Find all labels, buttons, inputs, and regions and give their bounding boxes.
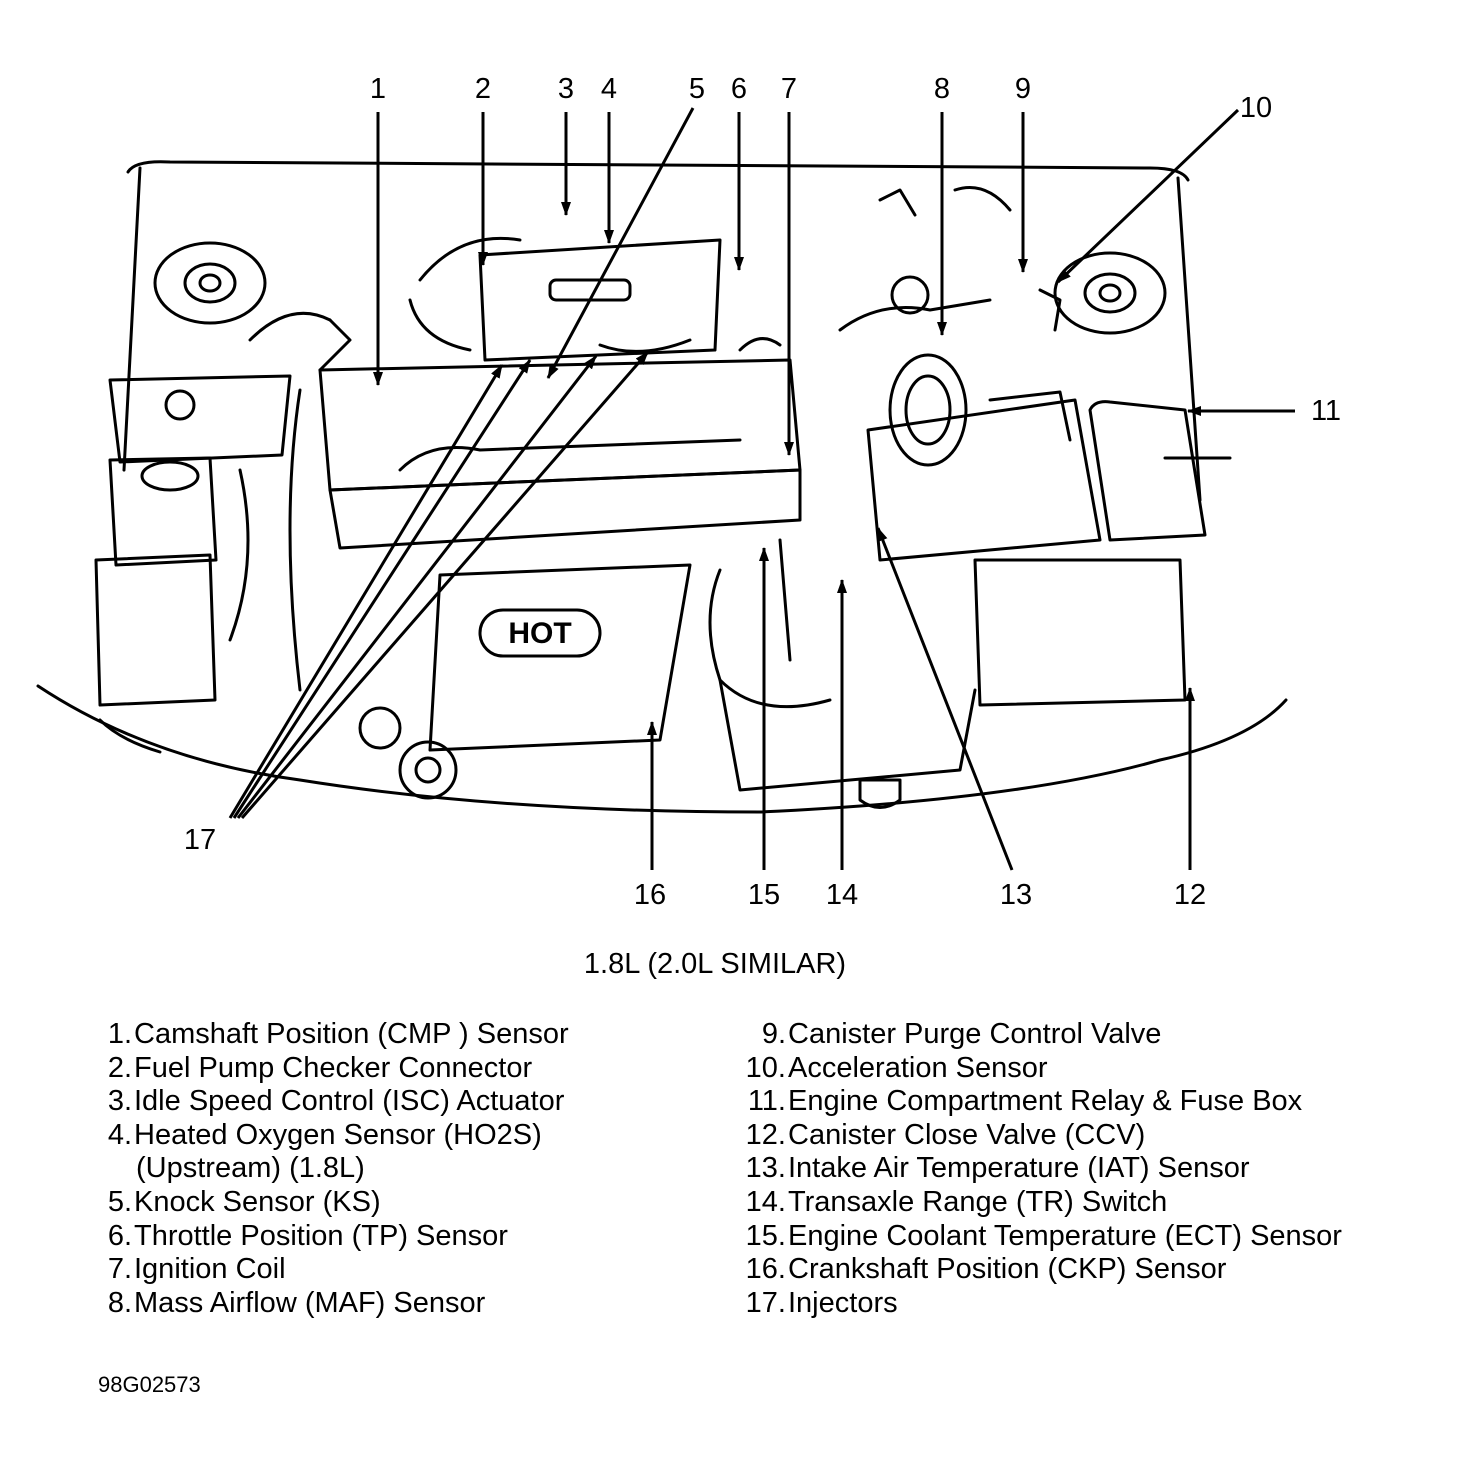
legend-item-15: 15. Engine Coolant Temperature (ECT) Sen… [732, 1220, 1342, 1254]
figure-id: 98G02573 [98, 1372, 201, 1397]
legend-label-continuation: (Upstream) (1.8L) [136, 1152, 365, 1185]
legend-number: 6. [107, 1219, 132, 1252]
legend-label: Engine Compartment Relay & Fuse Box [788, 1085, 1303, 1118]
legend-item-5: 5. Knock Sensor (KS) [96, 1186, 569, 1220]
callout-number-10: 10 [1240, 92, 1272, 124]
callout-number-4: 4 [601, 73, 617, 105]
leader-lines [228, 107, 1295, 871]
callout-number-2: 2 [475, 73, 491, 105]
legend-label: Heated Oxygen Sensor (HO2S) [134, 1118, 542, 1151]
legend-number: 10. [745, 1051, 786, 1084]
legend-label: Transaxle Range (TR) Switch [788, 1185, 1168, 1218]
callout-number-6: 6 [731, 73, 747, 105]
legend-left-column: 1. Camshaft Position (CMP ) Sensor 2. Fu… [96, 1018, 569, 1320]
engine-bay-drawing [36, 160, 1288, 814]
callout-number-17: 17 [184, 824, 216, 856]
legend-number: 11. [747, 1085, 786, 1118]
leader-line-5 [546, 107, 695, 379]
callout-number-3: 3 [558, 73, 574, 105]
leader-line-17b [232, 359, 532, 819]
legend-number: 8. [107, 1286, 132, 1319]
legend-item-12: 12. Canister Close Valve (CCV) [732, 1119, 1342, 1153]
legend-number: 9. [761, 1018, 786, 1050]
callout-number-7: 7 [781, 73, 797, 105]
legend-label: Throttle Position (TP) Sensor [134, 1219, 508, 1252]
callout-numbers: 1 2 3 4 5 6 7 8 9 10 11 12 13 14 15 16 1… [184, 73, 1341, 911]
legend-number: 15. [745, 1219, 786, 1252]
leader-line-10 [1056, 108, 1240, 284]
callout-number-16: 16 [634, 879, 666, 911]
legend-label: Canister Purge Control Valve [788, 1018, 1162, 1050]
legend-label: Injectors [788, 1286, 898, 1319]
legend-number: 4. [107, 1118, 132, 1151]
legend-item-4: 4. Heated Oxygen Sensor (HO2S) [96, 1119, 569, 1153]
leader-line-17c [236, 355, 598, 819]
legend-item-17: 17. Injectors [732, 1287, 1342, 1321]
legend-item-6: 6. Throttle Position (TP) Sensor [96, 1220, 569, 1254]
legend-item-2: 2. Fuel Pump Checker Connector [96, 1052, 569, 1086]
legend-item-7: 7. Ignition Coil [96, 1253, 569, 1287]
leader-line-13 [876, 527, 1014, 871]
legend-item-8: 8. Mass Airflow (MAF) Sensor [96, 1287, 569, 1321]
legend-number: 12. [745, 1118, 786, 1151]
legend-number: 7. [107, 1253, 132, 1286]
callout-number-15: 15 [748, 879, 780, 911]
legend-label: Ignition Coil [134, 1253, 286, 1286]
callout-number-11: 11 [1311, 395, 1341, 427]
engine-compartment-diagram: HOT 1 2 3 4 5 6 7 8 9 10 11 12 [36, 73, 1341, 911]
legend-item-4-continuation: (Upstream) (1.8L) [96, 1152, 569, 1186]
legend-label: Idle Speed Control (ISC) Actuator [134, 1085, 565, 1118]
callout-number-12: 12 [1174, 879, 1206, 911]
leader-line-17d [240, 351, 650, 819]
legend-number: 2. [107, 1051, 132, 1084]
legend-number: 1. [107, 1018, 132, 1050]
callout-number-1: 1 [370, 73, 386, 105]
callout-number-8: 8 [934, 73, 950, 105]
callout-number-9: 9 [1015, 73, 1031, 105]
legend-number: 17. [745, 1286, 786, 1319]
legend-item-13: 13. Intake Air Temperature (IAT) Sensor [732, 1152, 1342, 1186]
legend-item-1: 1. Camshaft Position (CMP ) Sensor [96, 1018, 569, 1052]
leader-line-17a [228, 364, 504, 819]
legend-label: Acceleration Sensor [788, 1051, 1048, 1084]
legend-number: 5. [107, 1185, 132, 1218]
legend-number: 14. [745, 1185, 786, 1218]
legend-number: 3. [107, 1085, 132, 1118]
legend-label: Canister Close Valve (CCV) [788, 1118, 1146, 1151]
legend-item-11: 11. Engine Compartment Relay & Fuse Box [732, 1085, 1342, 1119]
legend-label: Fuel Pump Checker Connector [134, 1051, 533, 1084]
legend-label: Camshaft Position (CMP ) Sensor [134, 1018, 569, 1050]
legend-label: Crankshaft Position (CKP) Sensor [788, 1253, 1227, 1286]
legend-item-10: 10. Acceleration Sensor [732, 1052, 1342, 1086]
legend-item-3: 3. Idle Speed Control (ISC) Actuator [96, 1085, 569, 1119]
engine-marking-text: HOT [508, 617, 571, 650]
legend-label: Knock Sensor (KS) [134, 1185, 381, 1218]
callout-number-5: 5 [689, 73, 705, 105]
legend-label: Intake Air Temperature (IAT) Sensor [788, 1152, 1250, 1185]
legend-item-16: 16. Crankshaft Position (CKP) Sensor [732, 1253, 1342, 1287]
callout-number-13: 13 [1000, 879, 1032, 911]
legend-number: 16. [745, 1253, 786, 1286]
legend-item-14: 14. Transaxle Range (TR) Switch [732, 1186, 1342, 1220]
callout-number-14: 14 [826, 879, 858, 911]
diagram-caption: 1.8L (2.0L SIMILAR) [583, 948, 847, 980]
legend-right-column: 9. Canister Purge Control Valve 10. Acce… [732, 1018, 1342, 1320]
legend-number: 13. [745, 1152, 786, 1185]
legend-label: Engine Coolant Temperature (ECT) Sensor [788, 1219, 1342, 1252]
legend-label: Mass Airflow (MAF) Sensor [134, 1286, 486, 1319]
legend-item-9: 9. Canister Purge Control Valve [732, 1018, 1342, 1052]
